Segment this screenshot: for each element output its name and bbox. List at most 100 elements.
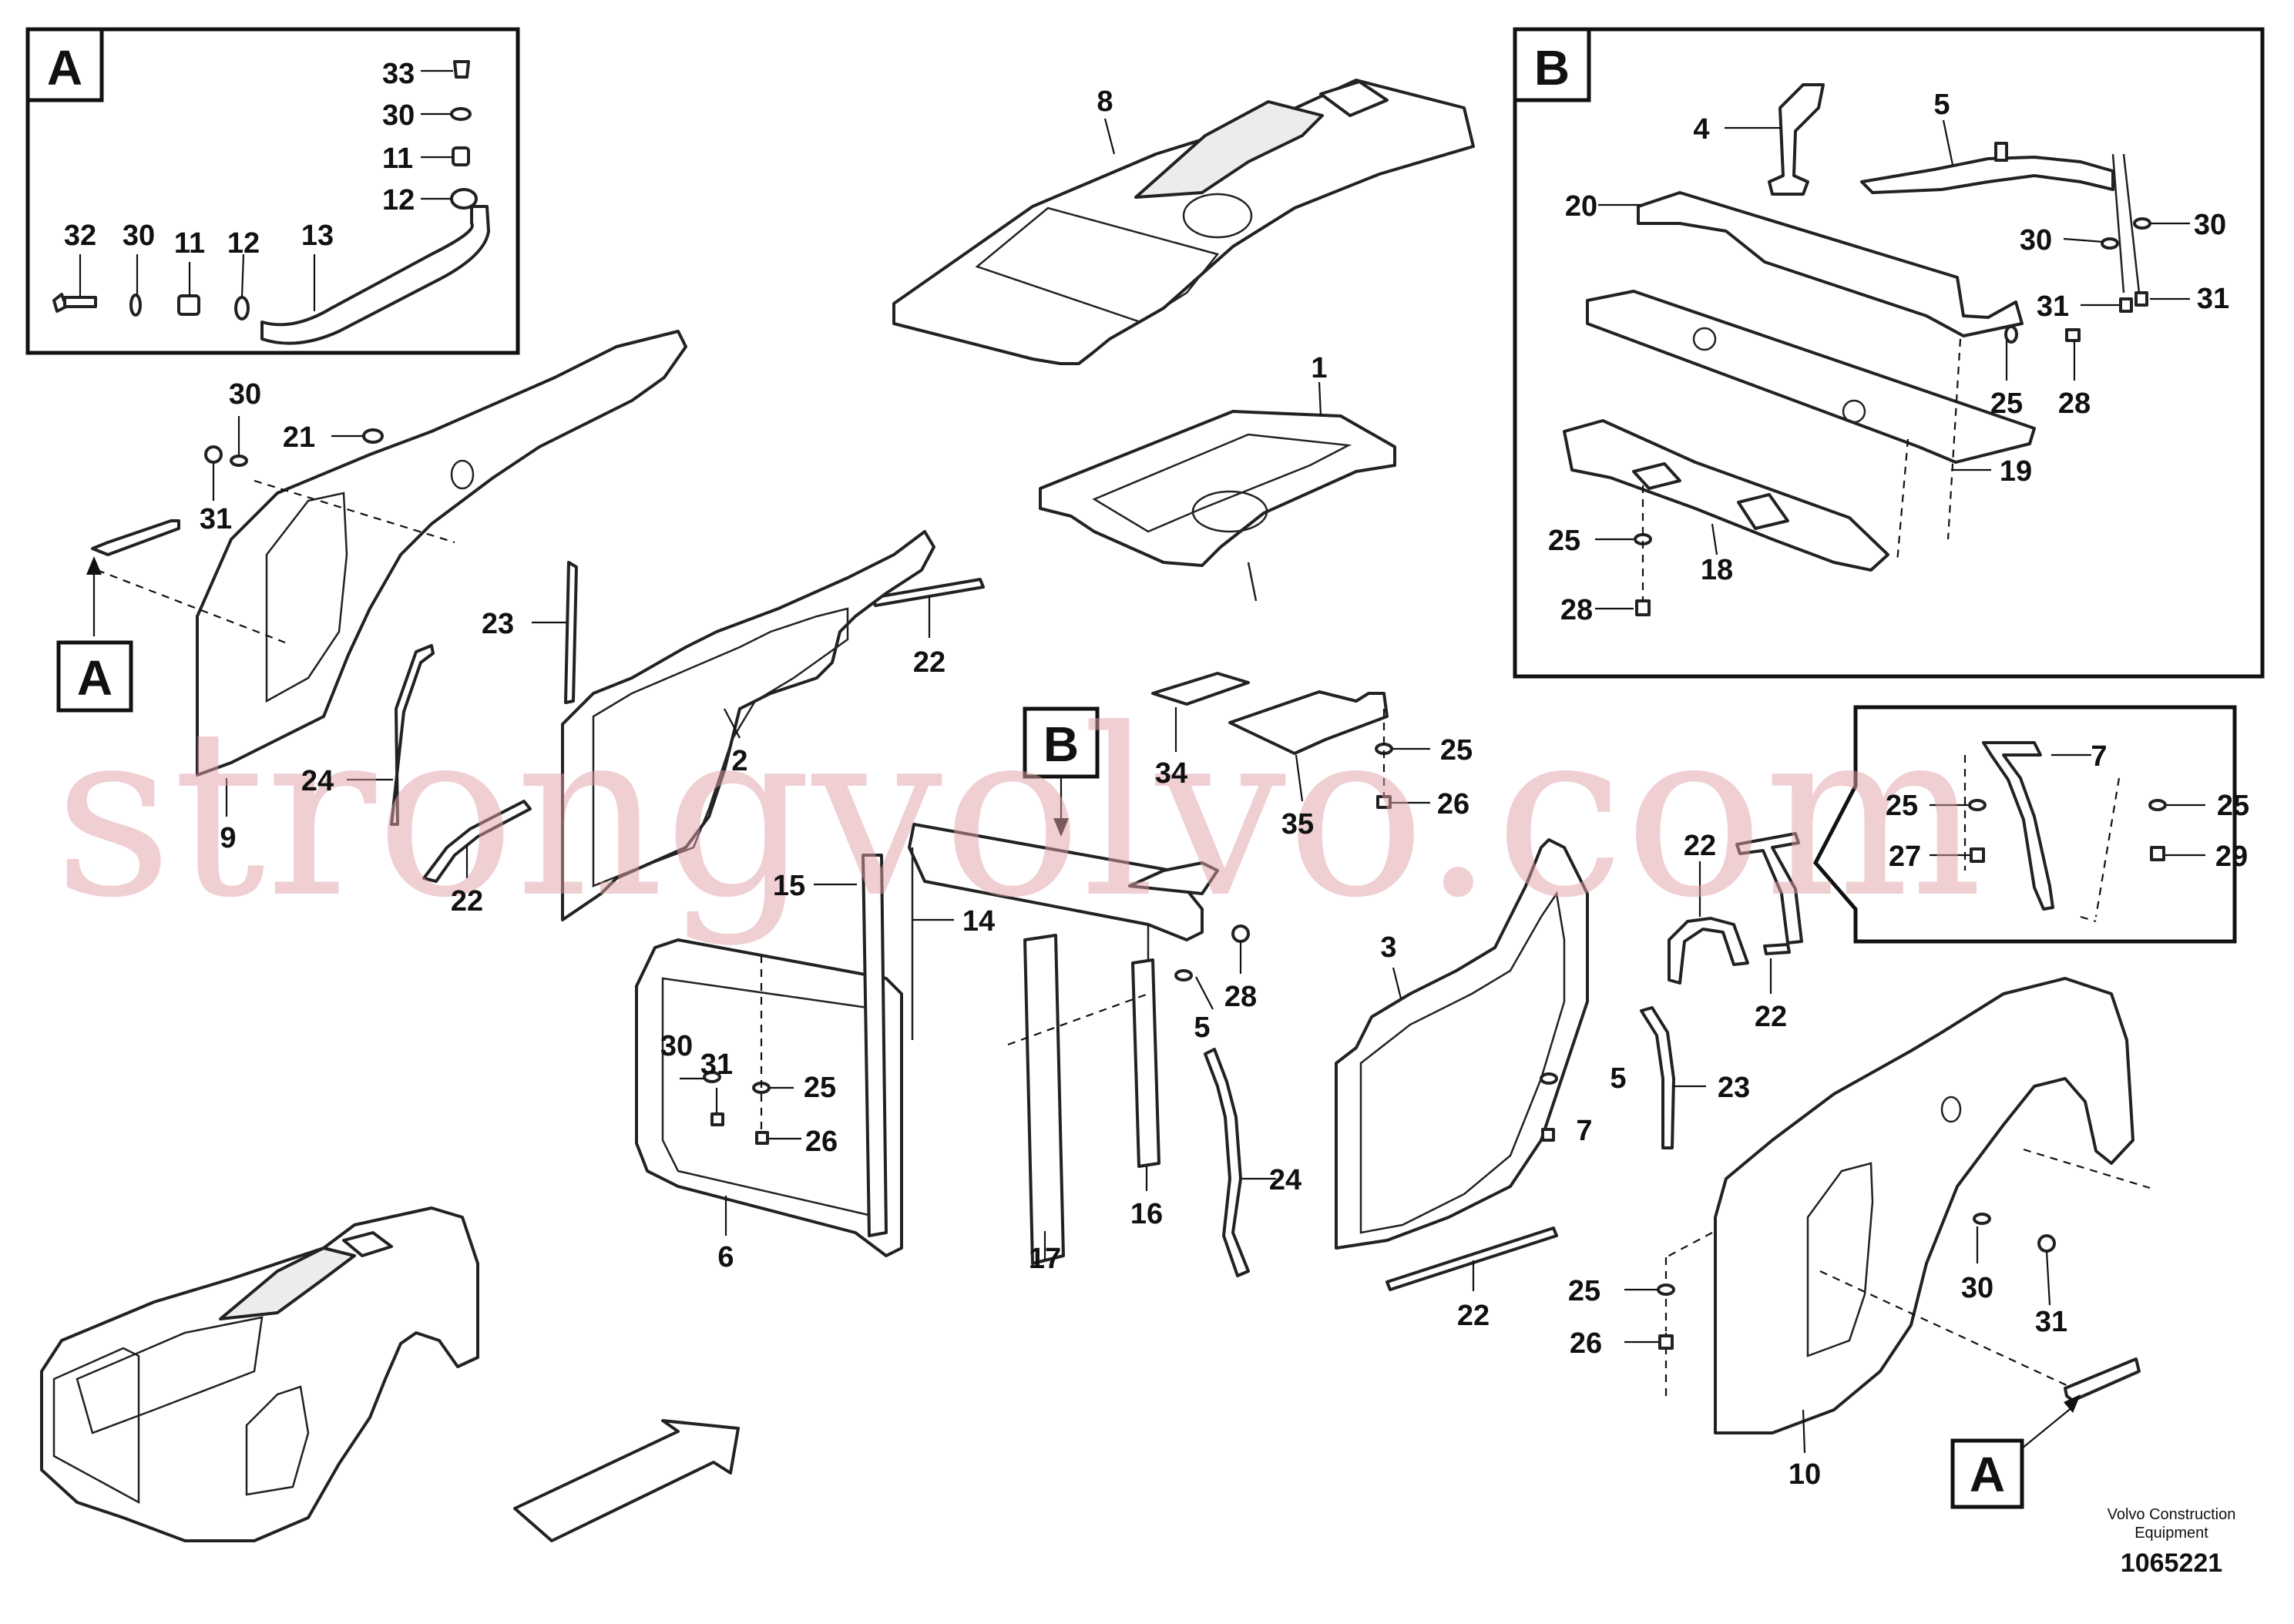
bolt-31c	[710, 1112, 724, 1126]
detail-box-a: A	[25, 27, 520, 355]
seal-22-lower-left	[422, 800, 532, 883]
side-panel-10	[1624, 977, 2151, 1454]
callout-label: 1	[1311, 352, 1327, 384]
callout-label: 35	[1281, 808, 1314, 841]
seal-22c	[1668, 917, 1749, 985]
washer-b30a	[2101, 237, 2119, 250]
callout-label: 11	[174, 227, 205, 260]
washer-12a	[234, 296, 250, 320]
seal-23-left	[564, 561, 578, 704]
ref-marker-a-right-letter: A	[1970, 1447, 2005, 1502]
roof-panel-shape	[892, 79, 1475, 365]
plate-19-hole-a	[1692, 327, 1717, 351]
rear-frame-14-bracket	[1128, 861, 1219, 895]
bolt-7r	[1541, 1128, 1555, 1142]
callout-label: 9	[220, 822, 236, 854]
bolt-c29	[2150, 846, 2165, 861]
callout-label: 28	[2058, 388, 2091, 420]
callout-label: 28	[1224, 981, 1257, 1013]
ref-marker-a-right-frame	[1950, 1438, 2024, 1509]
washer-b30b	[2133, 217, 2151, 230]
dash-b-2	[1896, 438, 1909, 563]
cab-front-window	[52, 1347, 140, 1505]
callout-label: 32	[64, 220, 96, 252]
grommet-21	[362, 428, 384, 444]
callout-label: 30	[229, 378, 261, 411]
callout-label: 25	[1568, 1275, 1600, 1307]
dash-10-1	[1819, 1270, 2071, 1387]
roof-duct	[1134, 100, 1324, 199]
callout-label: 31	[2035, 1306, 2067, 1338]
seal-24-center	[1204, 1048, 1276, 1277]
frame-2-inner	[592, 607, 849, 887]
leader-a12b	[240, 253, 245, 298]
side-panel-10-hole	[1940, 1096, 1962, 1123]
callout-label: 23	[482, 608, 514, 640]
washer-5c	[1174, 969, 1193, 981]
cab-roof-window	[76, 1316, 264, 1434]
roof-panel-8	[892, 79, 1475, 365]
ref-marker-b: B	[1023, 706, 1100, 837]
dash-10-2	[2023, 1148, 2151, 1189]
roof-hatch	[1182, 193, 1253, 239]
ref-marker-a-left-arrow	[86, 556, 102, 575]
panel-17	[1023, 934, 1065, 1265]
bolt-b31b	[2134, 291, 2148, 307]
leader-b5	[1942, 119, 1954, 166]
callout-label: 22	[1684, 830, 1716, 862]
plate-18-tab-b	[1737, 493, 1789, 530]
detail-box-a-frame	[25, 27, 520, 355]
washer-c25a	[1968, 799, 1987, 811]
cab-roof-vent	[342, 1231, 393, 1257]
callout-label: 31	[2197, 283, 2229, 315]
callout-label: 22	[451, 885, 483, 918]
callout-label: 22	[1755, 1001, 1787, 1033]
side-panel-9-hole	[450, 459, 475, 490]
ref-marker-b-letter: B	[1043, 716, 1079, 772]
callout-label: 21	[283, 421, 315, 454]
callout-label: 20	[1565, 190, 1597, 223]
callout-label: 5	[1933, 89, 1950, 121]
callout-label: 34	[1155, 757, 1187, 790]
spacer-11a	[177, 294, 200, 316]
plate-19	[1586, 290, 2036, 464]
callout-numbers: 33 30 11 12 32 30 11 12 13 8 1 4 5 20 30…	[64, 58, 2249, 1491]
roof-frame-1	[1039, 381, 1396, 602]
callout-label: 24	[1269, 1164, 1302, 1196]
washer-c25b	[2148, 799, 2167, 811]
rod-22-right	[1735, 832, 1803, 945]
washer-25r	[1657, 1283, 1675, 1296]
callout-label: 22	[1457, 1300, 1490, 1332]
roof-vent-cap	[1319, 80, 1389, 117]
bolt-b31a	[2119, 297, 2133, 313]
callout-label: 11	[382, 143, 413, 175]
dash-10-3	[1665, 1232, 1713, 1258]
washer-12b	[450, 188, 478, 210]
bolt-26c	[755, 1131, 769, 1145]
footer-company-line1: Volvo Construction	[2108, 1506, 2236, 1523]
bracket-4	[1768, 83, 1825, 196]
seal-22e	[1385, 1226, 1558, 1291]
washer-30b	[450, 107, 472, 121]
panel-16	[1131, 958, 1160, 1168]
plate-19-hole-b	[1842, 399, 1866, 424]
plates-34-35	[1151, 672, 1430, 809]
footer-figure-number: 1065221	[2121, 1549, 2222, 1578]
grab-handle-left	[91, 519, 180, 556]
callout-label: 30	[2194, 209, 2226, 241]
washer-30c	[703, 1071, 721, 1083]
detail-box-a-tab	[25, 27, 104, 102]
callout-label: 30	[2020, 224, 2052, 257]
washer-b25a	[2004, 325, 2018, 344]
side-panel-10-body	[1714, 977, 2134, 1434]
detail-box-b-letter: B	[1534, 40, 1570, 96]
roof-window	[975, 206, 1220, 324]
plate-34	[1151, 672, 1250, 706]
washer-30l	[230, 455, 248, 467]
figure-footer: Volvo Construction Equipment 1065221	[2108, 1506, 2236, 1578]
callout-label: 17	[1029, 1243, 1061, 1275]
frame-1-inner	[1092, 433, 1352, 533]
dash-c-3	[2080, 915, 2097, 923]
callout-label: 3	[1380, 931, 1396, 964]
